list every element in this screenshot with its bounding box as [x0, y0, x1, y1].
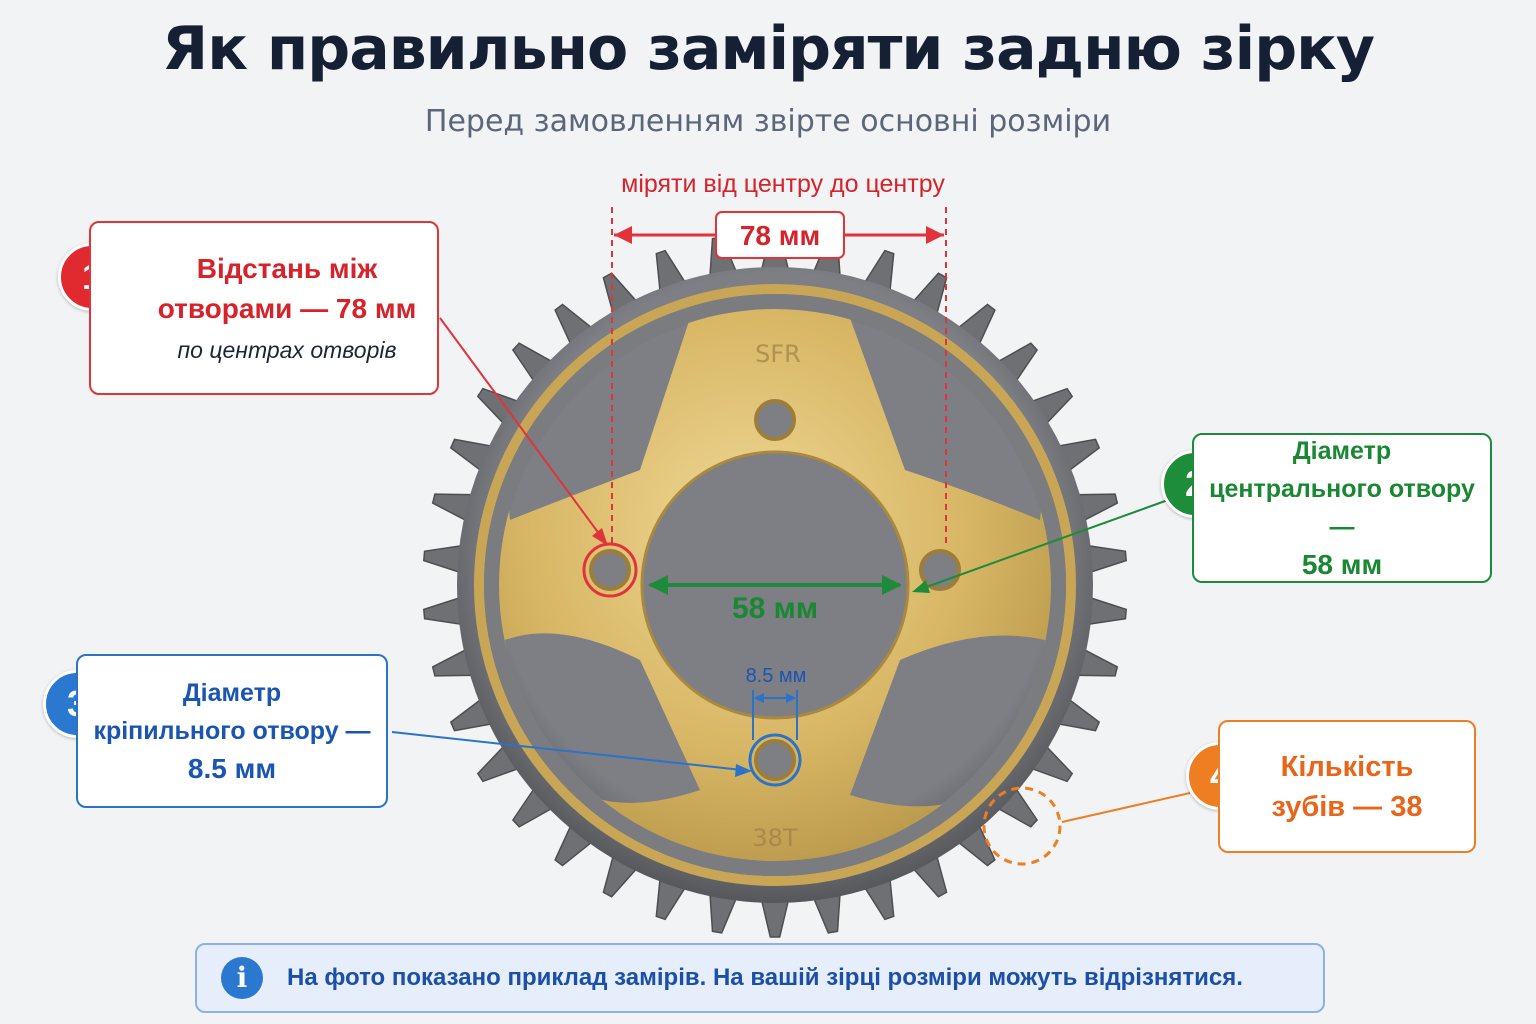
page-title: Як правильно заміряти задню зірку — [162, 14, 1375, 84]
callout-3-line-3: 8.5 мм — [187, 753, 277, 784]
tooth-highlight — [982, 786, 1062, 866]
arrowhead-right-green — [882, 575, 902, 595]
leader-line-1 — [439, 317, 601, 536]
arrowhead-left-red — [614, 226, 632, 244]
leader-arrowhead-2 — [912, 580, 930, 593]
callout-hole-distance: Відстань між отворами — 78 мм по центрах… — [89, 221, 439, 395]
leader-arrowhead-1 — [592, 528, 608, 546]
center-hole-edge — [640, 450, 910, 720]
marking-bottom: 38T — [752, 824, 798, 852]
callout-2-line-1: Діаметр — [1292, 437, 1392, 465]
bolt-hole-top — [754, 399, 796, 441]
marking-top: SFR — [755, 340, 801, 368]
info-icon: i — [221, 957, 263, 999]
bolt-hole-left — [589, 549, 631, 591]
callout-1-line-1: Відстань між — [196, 253, 378, 284]
callout-1-line-2: отворами — 78 мм — [157, 293, 417, 324]
callout-4-line-2: зубів — 38 — [1271, 790, 1423, 823]
bolt-hole-right — [919, 549, 961, 591]
bolt-hole-highlight-red — [582, 542, 638, 598]
callout-3-line-2: кріпильного отвору — — [93, 717, 371, 745]
arrowhead-right-blue — [786, 693, 796, 703]
callout-1-sub: по центрах отворів — [177, 337, 397, 363]
callout-4-line-1: Кількість — [1280, 750, 1414, 783]
bore-value: 58 мм — [732, 592, 818, 625]
distance-value: 78 мм — [740, 220, 820, 251]
info-note-text: На фото показано приклад замірів. На ваш… — [287, 964, 1243, 991]
gold-stripe — [474, 284, 1076, 886]
callout-3-line-1: Діаметр — [182, 679, 282, 707]
bolt-hole-highlight-blue — [748, 733, 802, 787]
callout-bolt-hole: Діаметр кріпильного отвору — 8.5 мм — [76, 654, 388, 808]
arrowhead-left-green — [648, 575, 668, 595]
distance-label-box — [715, 211, 845, 259]
callout-2-line-2: центрального отвору — — [1209, 475, 1475, 541]
leader-line-4 — [1061, 792, 1191, 823]
bolt-hole-bottom — [754, 739, 796, 781]
callout-2-line-3: 58 мм — [1301, 549, 1383, 580]
arrowhead-right-red — [926, 226, 944, 244]
info-note: i На фото показано приклад замірів. На в… — [195, 943, 1325, 1013]
callout-center-bore: Діаметр центрального отвору — 58 мм — [1192, 433, 1492, 583]
page-subtitle: Перед замовленням звірте основні розміри — [424, 104, 1112, 139]
arrowhead-left-blue — [754, 693, 764, 703]
steel-inner-band — [484, 294, 1066, 876]
leader-line-2 — [917, 499, 1169, 591]
leader-line-3 — [391, 731, 743, 771]
bolt-value: 8.5 мм — [746, 665, 807, 687]
callout-teeth-count: Кількість зубів — 38 — [1218, 720, 1476, 853]
leader-arrowhead-3 — [735, 764, 752, 777]
distance-caption: міряти від центру до центру — [621, 170, 945, 198]
